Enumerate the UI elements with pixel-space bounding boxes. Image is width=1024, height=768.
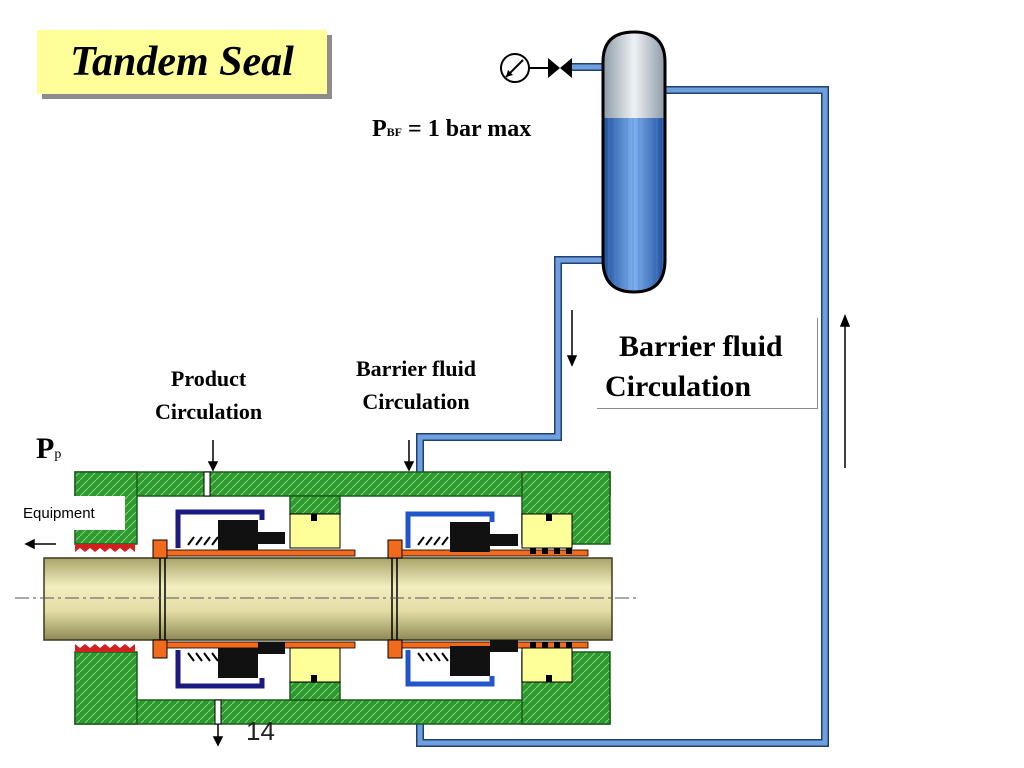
pressure-symbol: P: [372, 116, 387, 142]
product-circulation-line1: Product: [170, 366, 247, 391]
pressure-value: = 1 bar max: [402, 116, 532, 142]
equipment-port: [15, 496, 125, 530]
barrier-circulation-label-right: Barrier fluid Circulation: [605, 327, 783, 407]
barrier-fluid-reservoir: [601, 30, 667, 294]
barrier-right-line1: Barrier fluid: [619, 330, 783, 363]
barrier-pipe-loop: [416, 63, 829, 747]
barrier-mid-line1: Barrier fluid: [356, 356, 476, 381]
valve-icon: [529, 58, 572, 78]
product-port-bottom: [214, 699, 222, 725]
page-number: 14: [246, 716, 275, 746]
barrier-pressure-label: PBF = 1 bar max: [372, 116, 531, 143]
barrier-label-frame: [597, 318, 818, 409]
product-pressure-label: Pp: [36, 432, 61, 466]
pressure-gauge-icon: [500, 53, 530, 83]
shaft: [15, 548, 640, 650]
product-circulation-line2: Circulation: [155, 399, 263, 424]
throttle-bushing: [75, 544, 135, 652]
barrier-right-line2: Circulation: [605, 370, 752, 403]
flow-arrows: [24, 310, 851, 747]
equipment-label: Equipment: [23, 505, 95, 522]
product-pressure-subscript: p: [54, 447, 62, 462]
product-pressure-symbol: P: [36, 432, 55, 465]
product-port-top: [203, 471, 211, 497]
barrier-mid-line2: Circulation: [362, 389, 470, 414]
barrier-circulation-label-mid: Barrier fluid Circulation: [356, 352, 476, 418]
product-circulation-label: Product Circulation: [155, 362, 262, 428]
secondary-seal: [387, 511, 589, 687]
primary-seal: [152, 509, 356, 689]
page-title: Tandem Seal: [70, 39, 294, 85]
pressure-subscript: BF: [386, 125, 403, 139]
title-box: Tandem Seal: [37, 30, 327, 94]
